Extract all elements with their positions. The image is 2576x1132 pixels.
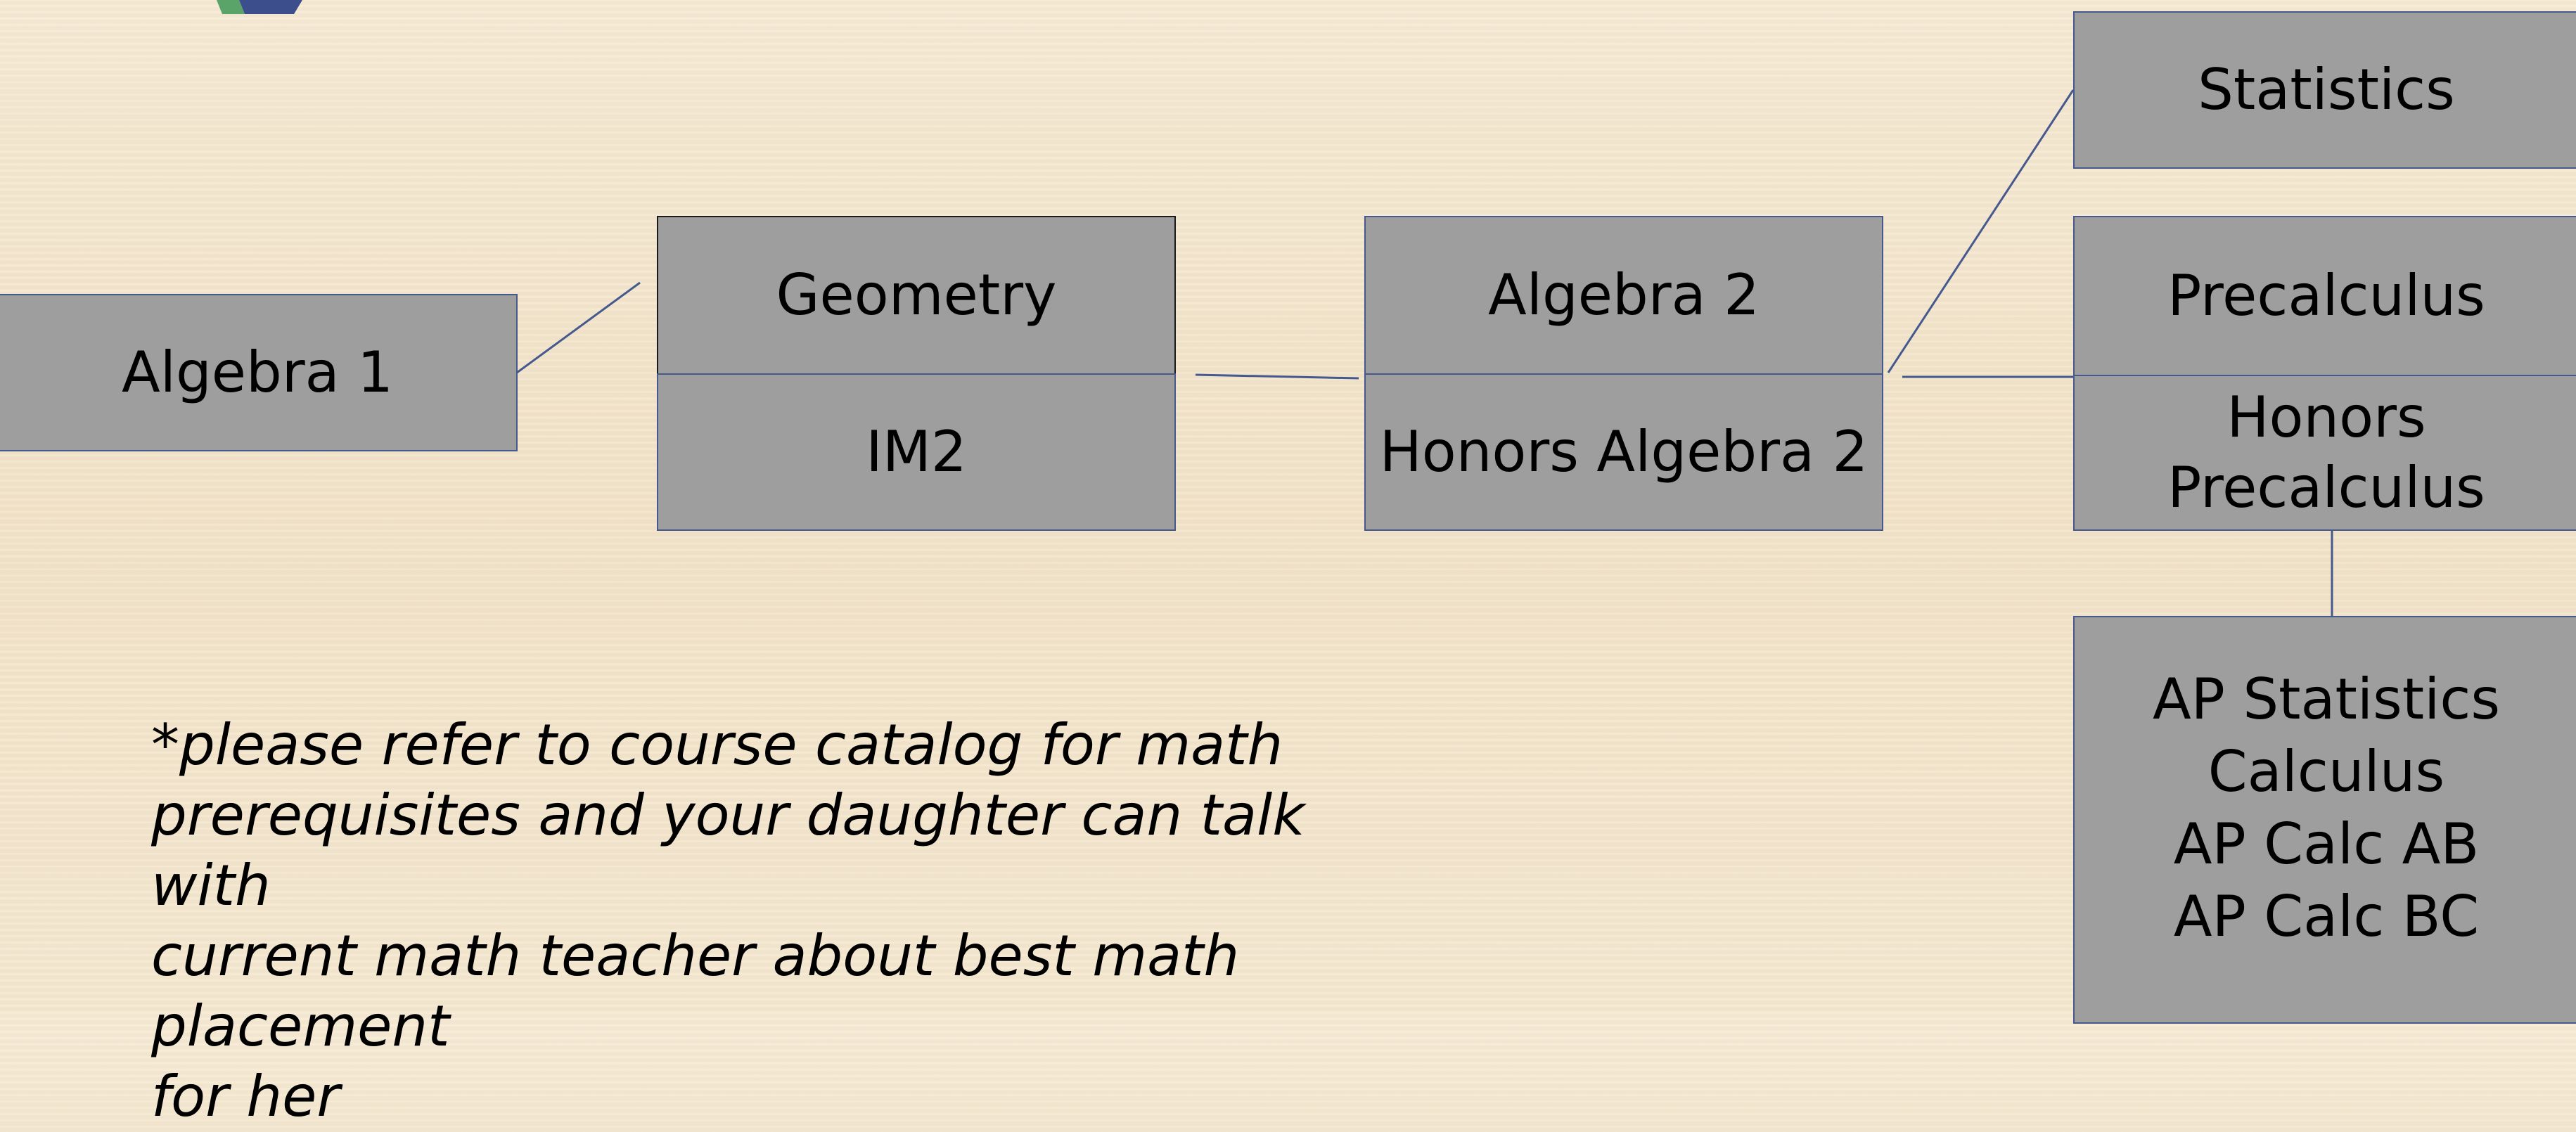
box-geometry: Geometry [657,216,1176,375]
connector-algebra2-statistics [1887,89,2075,373]
box-label: Algebra 2 [1488,262,1760,328]
box-im2: IM2 [657,373,1176,531]
box-statistics: Statistics [2073,11,2576,169]
box-label: AP Statistics Calculus AP Calc AB AP Cal… [2152,667,2501,949]
connector-lines [516,89,2333,616]
box-label: Geometry [776,262,1057,328]
box-label: IM2 [866,418,967,484]
box-label: Honors Algebra 2 [1379,418,1869,484]
connector-geometry-algebra2 [1195,373,1359,380]
school-logo-icon [211,0,302,14]
box-algebra-1: Algebra 1 [0,294,518,451]
box-advanced-courses: AP Statistics Calculus AP Calc AB AP Cal… [2073,616,2576,1024]
box-honors-precalculus: Honors Precalculus [2073,375,2576,531]
box-label: Honors Precalculus [2167,385,2485,520]
box-algebra-2: Algebra 2 [1364,216,1883,375]
box-honors-algebra-2: Honors Algebra 2 [1364,373,1883,531]
box-label: Precalculus [2167,262,2485,328]
box-label: Statistics [2198,56,2455,122]
box-precalculus: Precalculus [2073,216,2576,376]
placement-note: *please refer to course catalog for math… [151,712,1305,1129]
box-label: Algebra 1 [122,339,393,405]
connector-algebra1-geometry [516,281,641,374]
